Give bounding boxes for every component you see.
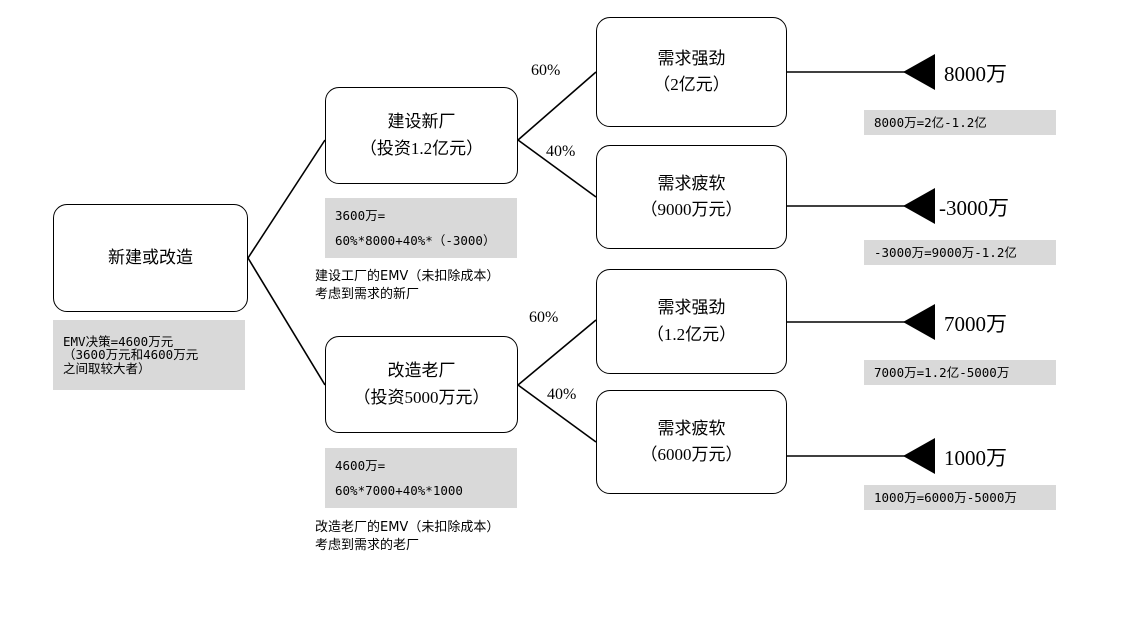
- caption-new-plant-line2: 考虑到需求的新厂: [315, 286, 420, 302]
- probability-label-upgrade-weak: 40%: [547, 386, 577, 403]
- arrowhead-payoff-3: [903, 304, 935, 340]
- annotation-new-plant-emv-line2: 60%*8000+40%*（-3000）: [335, 233, 496, 248]
- probability-label-new-weak: 40%: [546, 143, 576, 160]
- annotation-upgrade-plant-emv-line1: 4600万=: [335, 457, 386, 473]
- node-outcome-upgrade-strong-line1: 需求强劲: [657, 298, 726, 318]
- annotation-formula-upgrade-strong-text: 7000万=1.2亿-5000万: [874, 364, 1010, 380]
- annotation-new-plant-emv-line1: 3600万=: [335, 207, 386, 223]
- node-root-label: 新建或改造: [108, 247, 193, 267]
- node-root[interactable]: 新建或改造: [53, 204, 248, 312]
- annotation-upgrade-plant-emv: 4600万= 60%*7000+40%*1000: [325, 448, 517, 508]
- node-decision-upgrade-plant[interactable]: 改造老厂 （投资5000万元）: [325, 336, 518, 433]
- annotation-formula-new-weak: -3000万=9000万-1.2亿: [864, 240, 1056, 265]
- node-outcome-new-weak-line1: 需求疲软: [657, 173, 726, 193]
- annotation-root-emv-line2: （3600万元和4600万元: [63, 347, 199, 363]
- node-outcome-new-strong-line1: 需求强劲: [657, 48, 726, 68]
- annotation-formula-upgrade-strong: 7000万=1.2亿-5000万: [864, 360, 1056, 385]
- node-outcome-upgrade-strong[interactable]: 需求强劲 （1.2亿元）: [596, 269, 787, 374]
- annotation-formula-new-strong: 8000万=2亿-1.2亿: [864, 110, 1056, 135]
- arrowhead-payoff-1: [903, 54, 935, 90]
- node-outcome-new-strong-line2: （2亿元）: [653, 75, 730, 94]
- node-outcome-upgrade-weak[interactable]: 需求疲软 （6000万元）: [596, 390, 787, 494]
- caption-upgrade-plant-line2: 考虑到需求的老厂: [315, 537, 420, 553]
- node-decision-new-plant-line2: （投资1.2亿元）: [359, 138, 484, 158]
- arrowhead-payoff-2: [903, 188, 935, 224]
- node-decision-upgrade-plant-line2: （投资5000万元）: [353, 387, 490, 407]
- probability-label-upgrade-strong: 60%: [529, 309, 559, 326]
- annotation-root-emv-line1: EMV决策=4600万元: [63, 334, 174, 350]
- node-outcome-upgrade-strong-line2: （1.2亿元）: [646, 324, 737, 344]
- payoff-value-new-weak: -3000万: [939, 196, 1009, 220]
- annotation-root-emv: EMV决策=4600万元 （3600万元和4600万元 之间取较大者）: [53, 320, 245, 390]
- annotation-formula-new-weak-text: -3000万=9000万-1.2亿: [874, 244, 1017, 260]
- annotation-root-emv-line3: 之间取较大者）: [63, 360, 151, 376]
- probability-label-new-strong: 60%: [531, 62, 561, 79]
- node-decision-upgrade-plant-line1: 改造老厂: [387, 361, 456, 381]
- annotation-new-plant-emv: 3600万= 60%*8000+40%*（-3000）: [325, 198, 517, 258]
- annotation-formula-new-strong-text: 8000万=2亿-1.2亿: [874, 114, 987, 130]
- edge-root-to-new-plant: [247, 139, 326, 259]
- node-decision-new-plant-line1: 建设新厂: [387, 112, 456, 132]
- caption-upgrade-plant: 改造老厂的EMV（未扣除成本） 考虑到需求的老厂: [315, 519, 499, 554]
- edge-new-plant-to-strong: [517, 71, 597, 141]
- edge-upgrade-plant-to-strong: [517, 319, 597, 386]
- arrowhead-payoff-4: [903, 438, 935, 474]
- annotation-formula-upgrade-weak-text: 1000万=6000万-5000万: [874, 489, 1017, 505]
- caption-new-plant-line1: 建设工厂的EMV（未扣除成本）: [315, 269, 500, 284]
- caption-upgrade-plant-line1: 改造老厂的EMV（未扣除成本）: [315, 520, 500, 535]
- payoff-value-upgrade-weak: 1000万: [944, 446, 1007, 470]
- node-outcome-new-weak-line2: （9000万元）: [640, 200, 743, 219]
- payoff-value-upgrade-strong: 7000万: [944, 312, 1007, 336]
- annotation-formula-upgrade-weak: 1000万=6000万-5000万: [864, 485, 1056, 510]
- node-outcome-new-weak[interactable]: 需求疲软 （9000万元）: [596, 145, 787, 249]
- caption-new-plant: 建设工厂的EMV（未扣除成本） 考虑到需求的新厂: [315, 268, 499, 303]
- payoff-value-new-strong: 8000万: [944, 62, 1007, 86]
- node-outcome-upgrade-weak-line1: 需求疲软: [657, 418, 726, 438]
- node-outcome-new-strong[interactable]: 需求强劲 （2亿元）: [596, 17, 787, 127]
- node-decision-new-plant[interactable]: 建设新厂 （投资1.2亿元）: [325, 87, 518, 184]
- edge-root-to-upgrade-plant: [247, 257, 326, 386]
- node-outcome-upgrade-weak-line2: （6000万元）: [640, 445, 743, 464]
- annotation-upgrade-plant-emv-line2: 60%*7000+40%*1000: [335, 483, 463, 498]
